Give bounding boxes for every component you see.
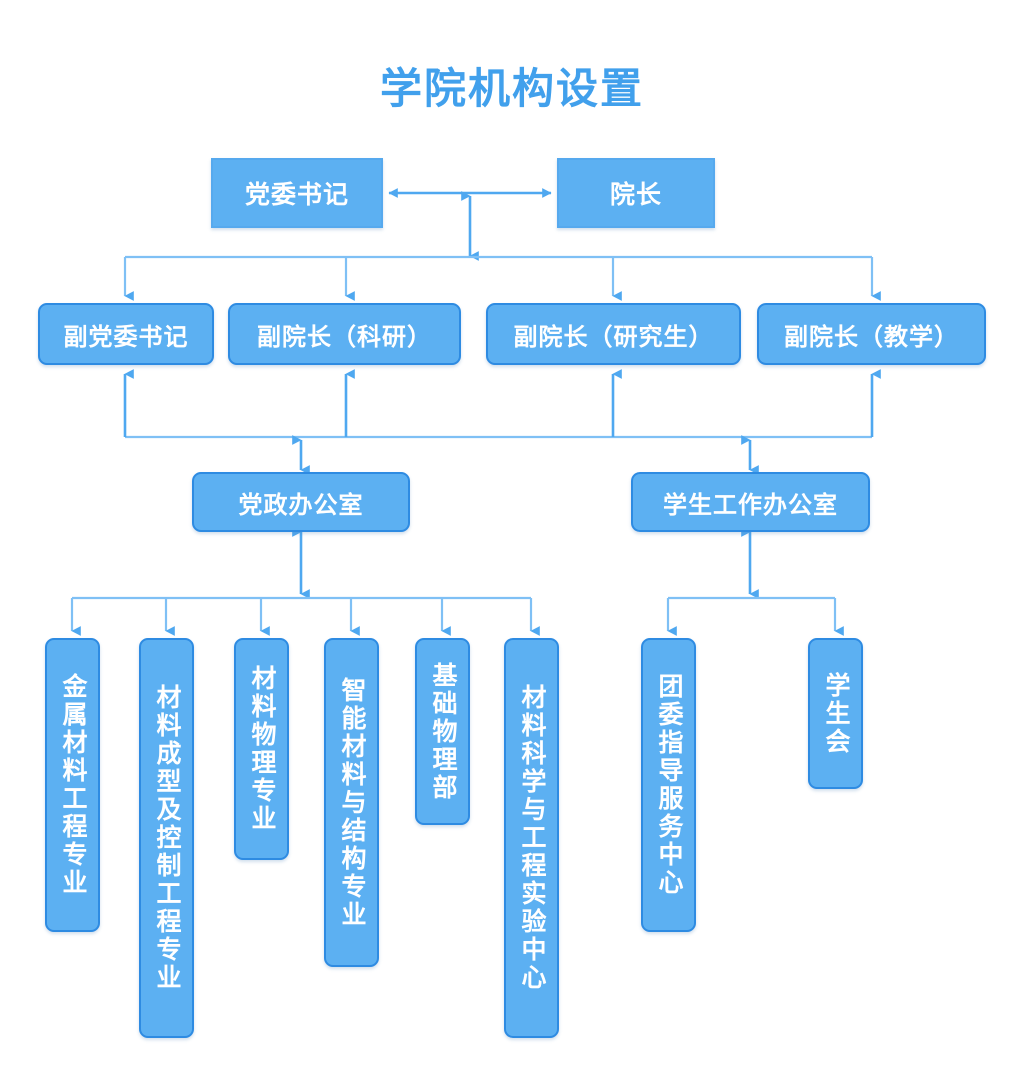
node-smart-materials-structures[interactable]: 智能材料与结构专业 bbox=[324, 638, 379, 967]
node-admin-office[interactable]: 党政办公室 bbox=[192, 472, 410, 532]
node-label: 副院长（教学） bbox=[784, 323, 959, 351]
node-metal-materials-eng[interactable]: 金属材料工程专业 bbox=[45, 638, 100, 932]
node-label: 学生会 bbox=[822, 671, 850, 756]
node-label: 智能材料与结构专业 bbox=[338, 676, 366, 929]
node-label: 副院长（研究生） bbox=[513, 323, 714, 351]
node-vice-dean-research[interactable]: 副院长（科研） bbox=[228, 303, 461, 365]
node-mse-experiment-center[interactable]: 材料科学与工程实验中心 bbox=[504, 638, 559, 1038]
node-label: 团委指导服务中心 bbox=[655, 673, 683, 897]
node-party-secretary[interactable]: 党委书记 bbox=[211, 158, 383, 228]
node-vice-dean-graduate[interactable]: 副院长（研究生） bbox=[486, 303, 741, 365]
node-label: 院长 bbox=[609, 181, 662, 209]
node-student-affairs-office[interactable]: 学生工作办公室 bbox=[631, 472, 870, 532]
node-label: 党委书记 bbox=[244, 181, 349, 209]
node-deputy-party-secretary[interactable]: 副党委书记 bbox=[38, 303, 214, 365]
bus-deputy-leadership bbox=[123, 255, 881, 301]
node-basic-physics-dept[interactable]: 基础物理部 bbox=[415, 638, 470, 825]
node-student-union[interactable]: 学生会 bbox=[808, 638, 863, 789]
node-dean[interactable]: 院长 bbox=[557, 158, 715, 228]
node-label: 副院长（科研） bbox=[257, 323, 432, 351]
node-label: 党政办公室 bbox=[238, 491, 364, 519]
node-material-forming-control-eng[interactable]: 材料成型及控制工程专业 bbox=[139, 638, 194, 1038]
node-youth-league-service-center[interactable]: 团委指导服务中心 bbox=[641, 638, 696, 932]
node-material-physics[interactable]: 材料物理专业 bbox=[234, 638, 289, 860]
bus-office-collector bbox=[123, 369, 881, 439]
node-label: 学生工作办公室 bbox=[663, 491, 838, 519]
node-label: 副党委书记 bbox=[63, 323, 189, 351]
page-title: 学院机构设置 bbox=[379, 65, 644, 112]
node-label: 材料成型及控制工程专业 bbox=[153, 684, 181, 992]
bus-right-group bbox=[666, 596, 844, 636]
bus-left-group bbox=[70, 596, 540, 636]
node-label: 基础物理部 bbox=[429, 661, 457, 802]
node-label: 金属材料工程专业 bbox=[59, 673, 87, 897]
node-vice-dean-teaching[interactable]: 副院长（教学） bbox=[757, 303, 986, 365]
node-label: 材料科学与工程实验中心 bbox=[518, 684, 546, 992]
node-label: 材料物理专业 bbox=[248, 665, 276, 833]
